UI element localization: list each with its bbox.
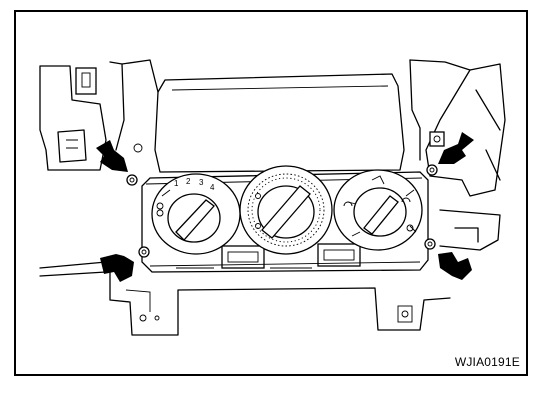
right-bracket: [409, 59, 506, 251]
arrow-lower-left: [100, 254, 134, 282]
air-mode-dial[interactable]: [333, 169, 423, 251]
fan-icon: [156, 202, 164, 210]
dash-panel-outline: [121, 59, 471, 173]
screw-upper-right: [426, 164, 438, 176]
figure-caption: WJIA0191E: [454, 355, 520, 369]
left-bracket: [39, 61, 143, 171]
arrow-upper-right: [438, 132, 474, 164]
screw-lower-left: [138, 246, 150, 258]
defrost-icon: [406, 224, 414, 232]
fan-speed-dial[interactable]: 1 2 3 4: [151, 173, 241, 255]
fan-label-4: 4: [210, 183, 215, 192]
figure-frame: [14, 10, 528, 376]
screw-lower-right: [424, 238, 436, 250]
screws: [126, 164, 438, 258]
arrow-lower-right: [438, 252, 472, 280]
fan-label-3: 3: [199, 178, 204, 187]
arrow-upper-left: [96, 140, 128, 172]
fan-label-2: 2: [186, 177, 191, 186]
screw-upper-left: [126, 174, 138, 186]
lower-frame: [39, 261, 451, 336]
temperature-dial[interactable]: [239, 165, 333, 255]
fan-label-1: 1: [174, 179, 179, 188]
